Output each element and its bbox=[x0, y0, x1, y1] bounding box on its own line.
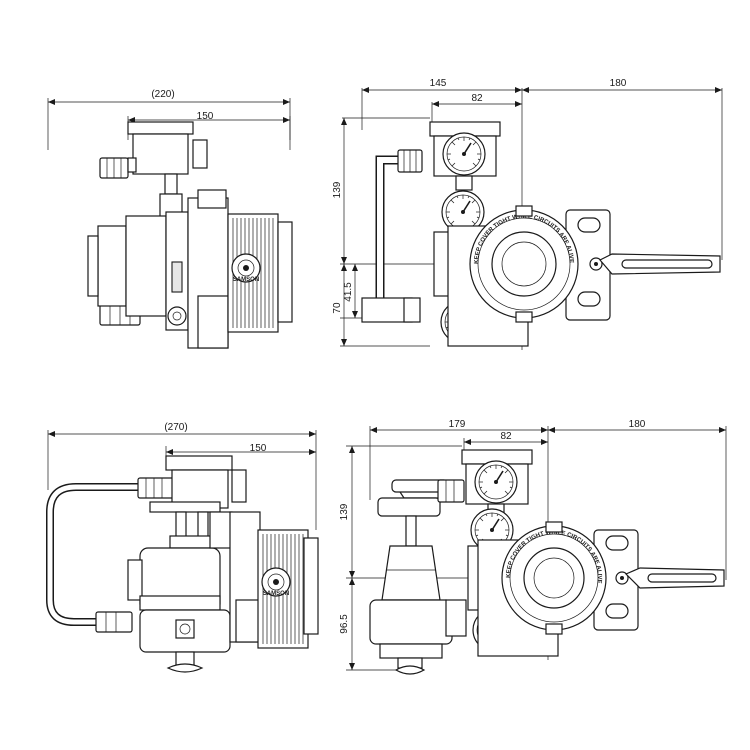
dim-body-width-bottom: 150 bbox=[250, 443, 267, 454]
view-bottom-left: (270) 150 bbox=[46, 422, 319, 673]
dim-body-width-top: 150 bbox=[197, 111, 214, 122]
dim-gauge-width-top: 82 bbox=[471, 93, 483, 104]
dim-overall-width-bottom: (270) bbox=[164, 422, 187, 433]
dim-width-left-top: 145 bbox=[430, 78, 447, 89]
view-bottom-right: 179 180 82 139 96.5 bbox=[339, 419, 727, 675]
view-top-left: (220) 150 bbox=[47, 89, 293, 349]
dim-height-top: 139 bbox=[332, 181, 343, 198]
dim-height-bottom: 139 bbox=[339, 503, 350, 520]
dim-offset-b: 70 bbox=[332, 302, 343, 314]
badge-label-top: SAMSON bbox=[233, 277, 259, 283]
dim-offset-bottom: 96.5 bbox=[339, 614, 350, 634]
badge-label-bottom: SAMSON bbox=[263, 591, 289, 597]
dim-width-right-top: 180 bbox=[610, 78, 627, 89]
dim-width-left-bottom: 179 bbox=[449, 419, 466, 430]
dim-width-right-bottom: 180 bbox=[629, 419, 646, 430]
dim-overall-width-top: (220) bbox=[151, 89, 174, 100]
dim-offset-a: 41.5 bbox=[343, 282, 354, 302]
dim-gauge-width-bottom: 82 bbox=[500, 431, 512, 442]
view-top-right: 145 180 82 139 41.5 70 bbox=[332, 78, 723, 350]
